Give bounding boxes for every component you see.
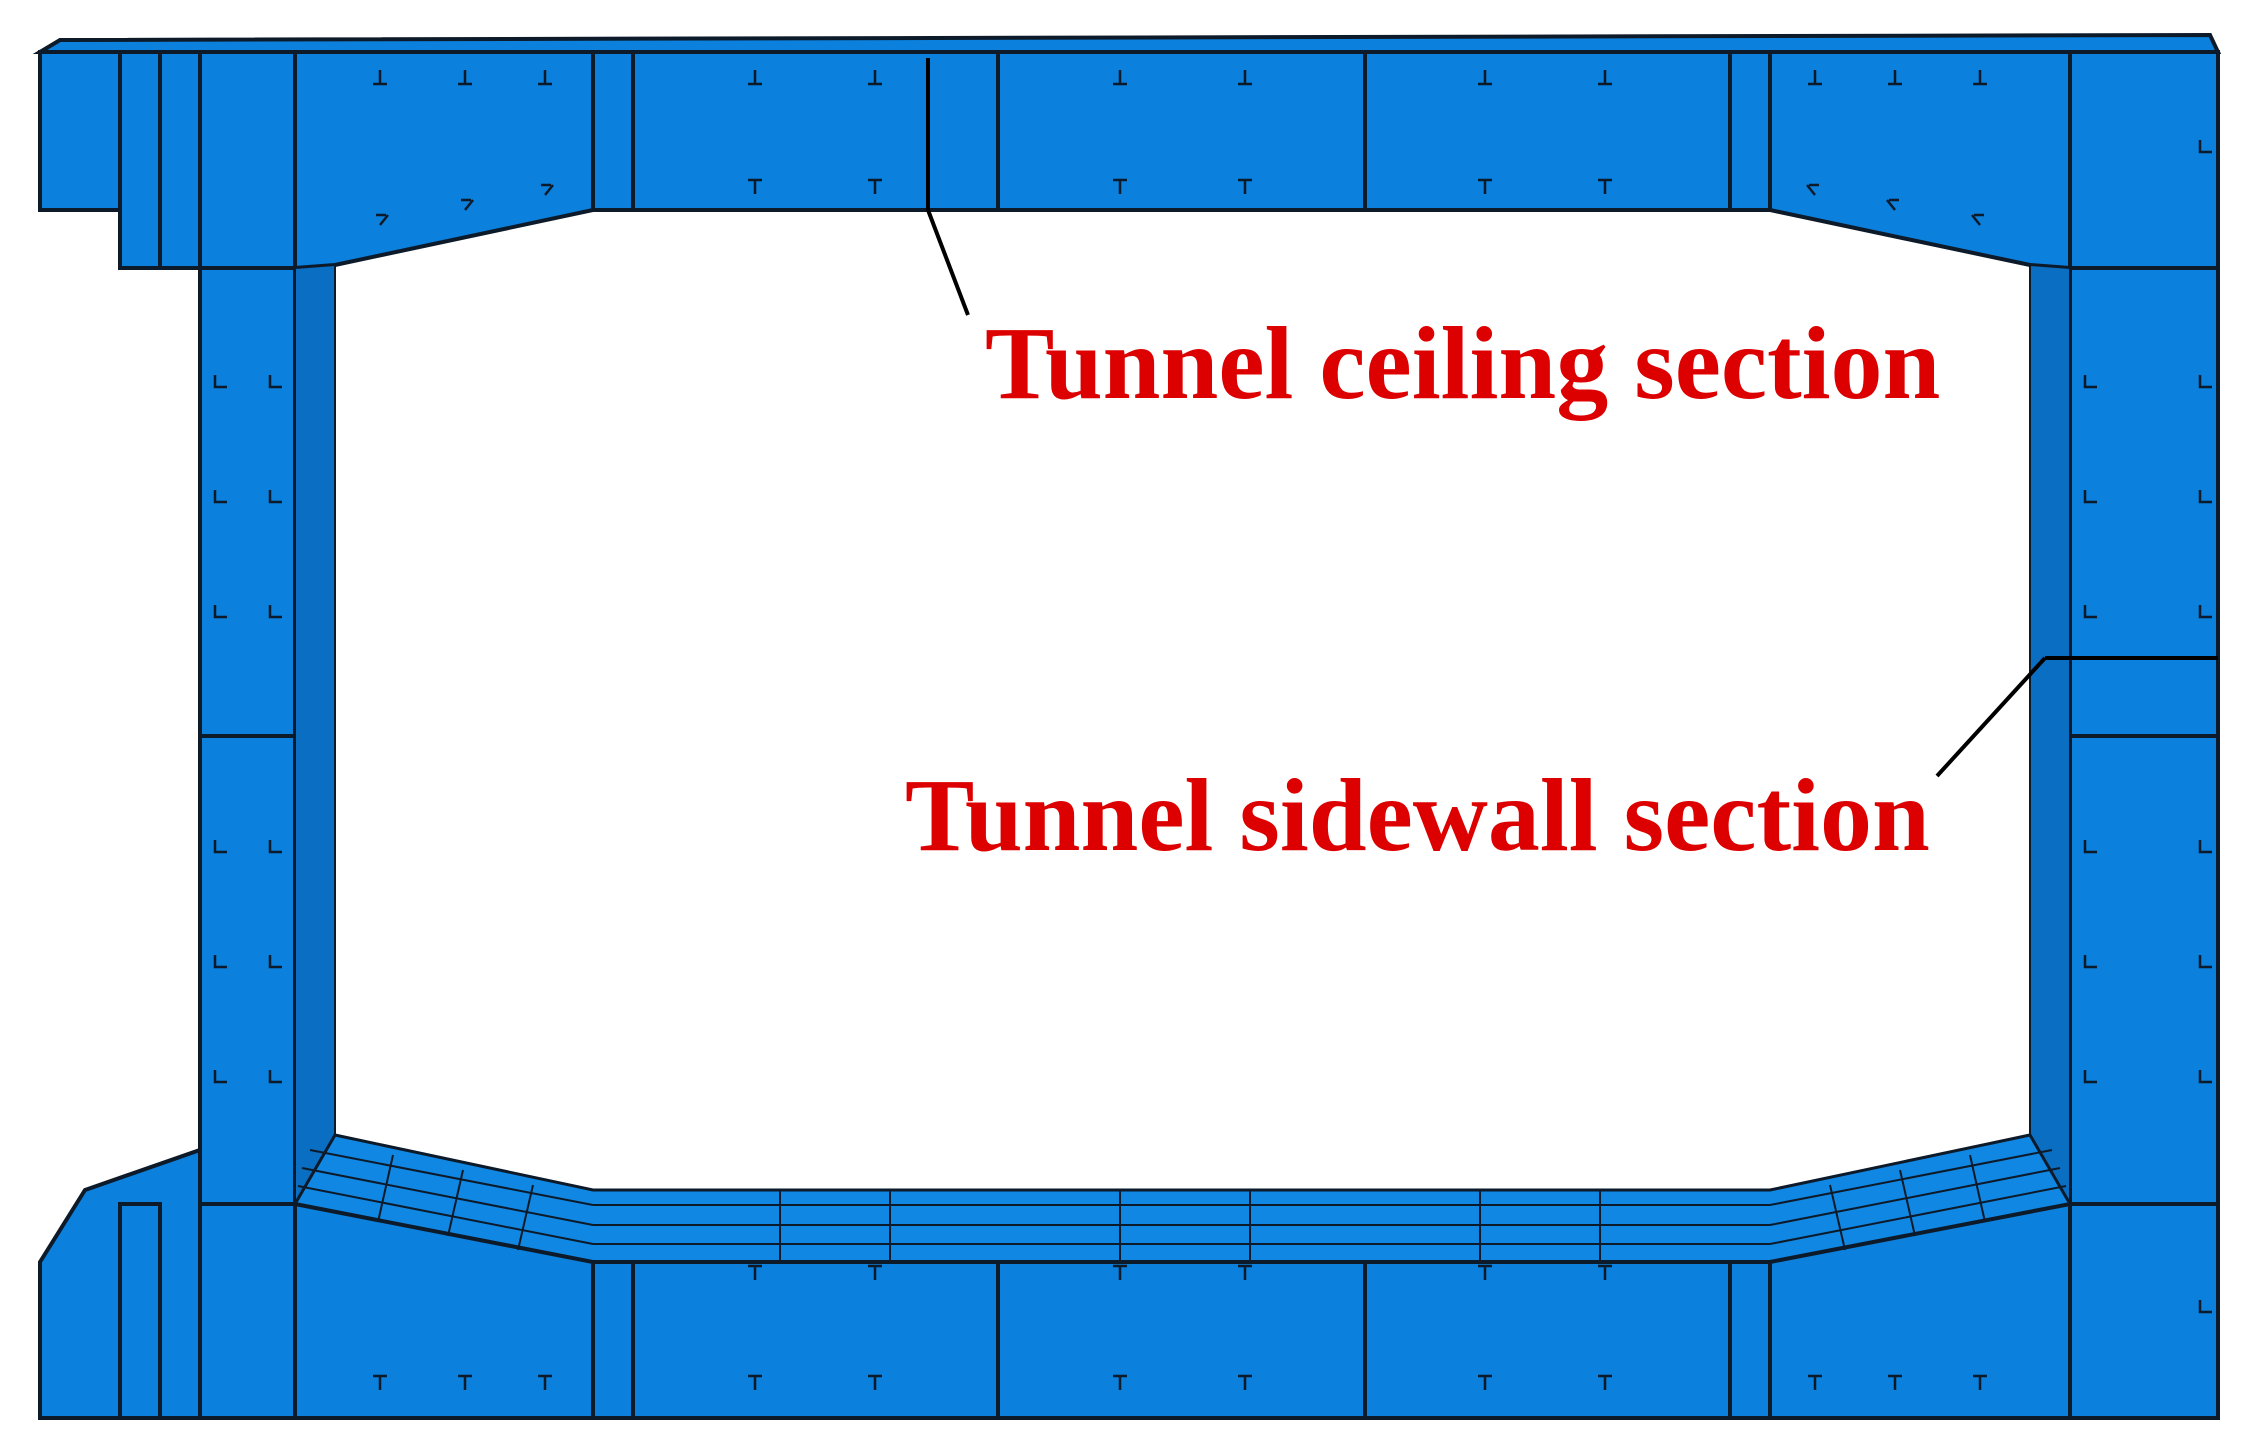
left-wall-inner-face — [294, 263, 336, 1208]
top-segment-1 — [631, 50, 1000, 212]
bottom-joint-1 — [591, 1260, 635, 1420]
bottom-left-corner-block — [198, 1202, 297, 1420]
floor-mesh — [297, 1149, 2067, 1262]
ceiling-leader-diag — [926, 209, 970, 316]
top-slab — [32, 32, 2222, 316]
top-joint-2 — [1728, 50, 1772, 212]
bottom-segment-2 — [996, 1260, 1367, 1420]
top-left-corner-block — [198, 50, 297, 270]
top-left-edge-strip — [118, 50, 162, 270]
right-wall-lower — [2068, 734, 2220, 1206]
right-wall-inner-face — [2029, 263, 2071, 1208]
sidewall-leader-diag — [1935, 656, 2047, 778]
bottom-left-edge-strip — [118, 1202, 162, 1420]
top-joint-1 — [591, 50, 635, 212]
bottom-right-corner-block — [2068, 1202, 2220, 1420]
right-wall — [1935, 263, 2220, 1208]
bottom-segment-1 — [631, 1260, 1000, 1420]
right-wall-joint — [2068, 656, 2220, 738]
left-wall-lower — [198, 734, 297, 1206]
sidewall-section-label: Tunnel sidewall section — [905, 758, 1930, 873]
top-right-corner-block — [2068, 50, 2220, 270]
bottom-slab — [38, 1133, 2220, 1420]
ceiling-section-label: Tunnel ceiling section — [985, 306, 1940, 421]
left-wall — [198, 263, 336, 1208]
right-wall-upper — [2068, 266, 2220, 660]
bottom-joint-2 — [1728, 1260, 1772, 1420]
top-segment-3 — [1363, 50, 1732, 212]
connector-marks — [213, 70, 2212, 1390]
top-segment-2 — [996, 50, 1367, 212]
bottom-segment-3 — [1363, 1260, 1732, 1420]
top-face-strip — [32, 32, 2222, 54]
